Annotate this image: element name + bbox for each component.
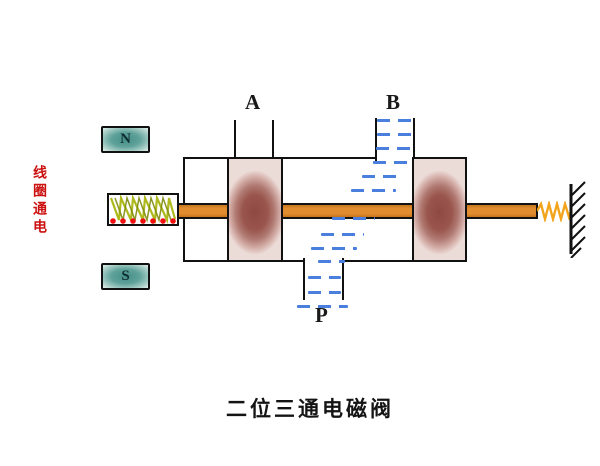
caption: 二位三通电磁阀 [226, 397, 394, 421]
port-p-label: P [315, 303, 328, 327]
port-p-channel [303, 258, 344, 300]
port-b-label: B [386, 90, 401, 114]
coil-energized-text: 线圈通电 [32, 165, 48, 237]
spool-piston-right [412, 157, 467, 262]
magnet-north-label: N [120, 131, 131, 147]
port-a-channel [234, 120, 274, 159]
magnet-south-label: S [121, 268, 130, 284]
port-b-channel [375, 118, 415, 162]
port-a-label: A [245, 90, 261, 114]
solenoid-coil [107, 193, 179, 226]
return-spring-icon [537, 201, 571, 222]
magnet-north: N [101, 126, 150, 153]
spool-piston-left [227, 157, 283, 262]
magnet-south: S [101, 263, 150, 290]
coil-winding-icon [109, 195, 177, 224]
fixed-wall-hatch-icon [567, 180, 589, 258]
